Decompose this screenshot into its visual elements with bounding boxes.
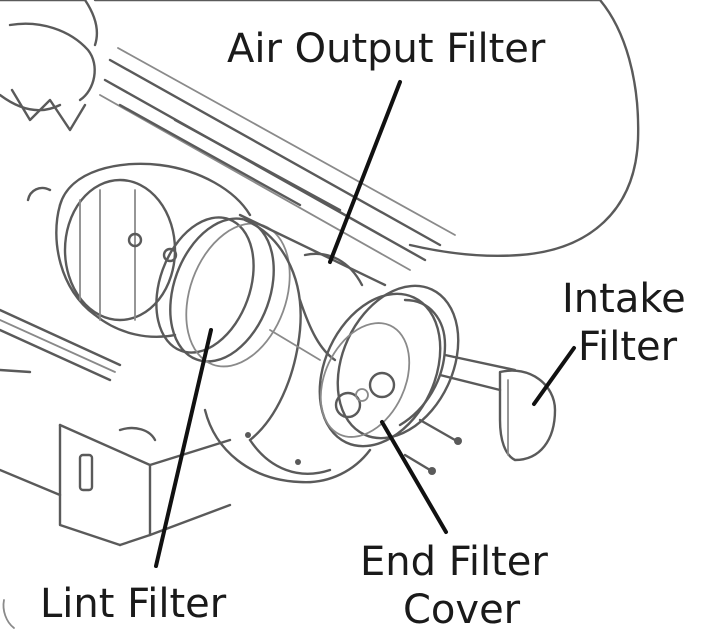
intake-filter-label-line1: Intake <box>562 276 686 322</box>
lint-filter-label: Lint Filter <box>40 581 227 627</box>
intake-filter-leader-line <box>532 346 576 406</box>
end-filter-cover-label-line2: Cover <box>403 587 521 633</box>
intake-filter-label-line2: Filter <box>578 324 678 370</box>
machine-illustration <box>0 0 640 629</box>
end-filter-cover-leader-line <box>380 420 448 534</box>
end-filter-cover-label-line1: End Filter <box>360 539 548 585</box>
air-output-filter-leader-line <box>328 80 402 264</box>
air-output-filter-label: Air Output Filter <box>227 26 546 72</box>
lint-filter-leader-line <box>154 328 213 568</box>
